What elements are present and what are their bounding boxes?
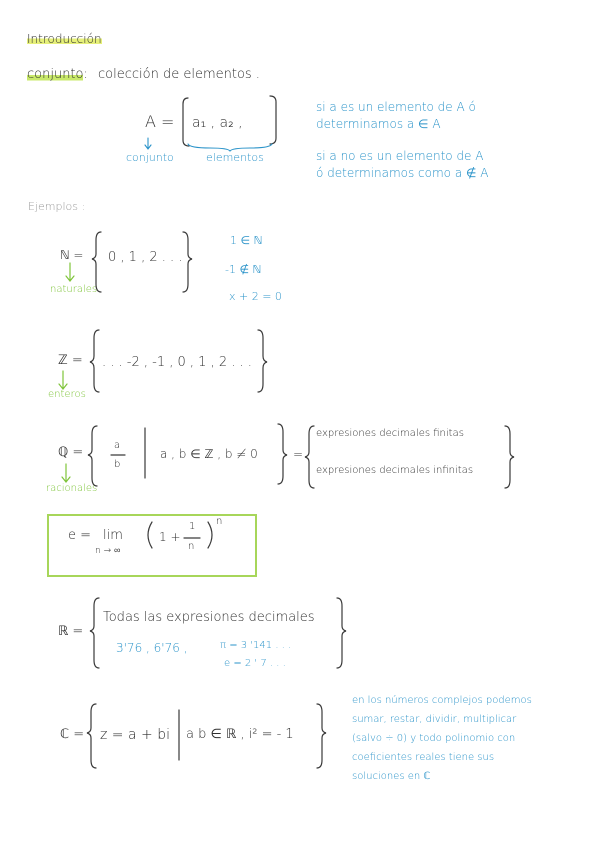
note-a-line2: determinamos a ∈ A <box>316 117 441 131</box>
definition-line: conjunto: colección de elementos . <box>27 67 260 82</box>
rationals-equals: = <box>293 447 304 461</box>
complex-note-3: (salvo ÷ 0) y todo polinomio con <box>352 733 516 744</box>
complex-symbol: ℂ = <box>60 727 85 742</box>
integers-label: enteros <box>48 389 86 400</box>
e-frac-den: n <box>188 541 195 552</box>
set-a-right-bracket <box>269 95 277 145</box>
rationals-right-left-brace <box>304 425 315 489</box>
naturals-right-brace <box>182 231 193 293</box>
rationals-right-2: expresiones decimales infinitas <box>316 465 474 476</box>
rationals-cond: a , b ∈ ℤ , b ≠ 0 <box>160 447 258 461</box>
complex-note-1: en los números complejos podemos <box>352 695 532 706</box>
reals-left-brace <box>89 597 100 669</box>
integers-right-brace <box>257 329 268 393</box>
complex-note-2: sumar, restar, dividir, multiplicar <box>352 714 517 725</box>
rationals-label: racionales <box>46 483 98 494</box>
e-open: 1 + <box>159 530 181 544</box>
reals-right-brace <box>336 597 347 669</box>
examples-heading: Ejemplos : <box>28 200 86 213</box>
label-elementos: elementos <box>206 151 264 164</box>
complex-right-brace <box>316 703 327 769</box>
complex-cond: a b ∈ ℝ , i² = - 1 <box>186 727 294 742</box>
reals-line1: Todas las expresiones decimales <box>103 610 315 625</box>
reals-e: e = 2 ' 7 . . . <box>224 658 286 669</box>
integers-arrow <box>58 370 68 390</box>
e-lim: lim <box>103 528 123 543</box>
e-open-paren <box>147 521 153 549</box>
e-exp: n <box>216 516 223 527</box>
rationals-right-1: expresiones decimales finitas <box>316 428 464 439</box>
page-title: Introducción <box>27 32 102 46</box>
naturals-arrow <box>65 262 75 282</box>
naturals-content: 0 , 1 , 2 . . . <box>108 250 183 265</box>
complex-note-5: soluciones en ℂ <box>352 771 431 782</box>
naturals-left-brace <box>91 231 102 293</box>
set-a-lhs: A = <box>145 112 175 131</box>
rationals-den: b <box>114 459 121 470</box>
integers-symbol: ℤ = <box>58 353 83 368</box>
naturals-side-2: -1 ∉ ℕ <box>225 263 262 276</box>
naturals-side-1: 1 ∈ ℕ <box>230 234 263 247</box>
rationals-right-right-brace <box>504 425 515 489</box>
reals-line2: 3'76 , 6'76 , <box>116 641 188 655</box>
rationals-left-brace <box>87 425 98 487</box>
naturals-symbol: ℕ = <box>60 248 84 262</box>
naturals-label: naturales <box>50 284 98 295</box>
set-a-left-bracket <box>182 97 190 147</box>
reals-pi: π = 3 '141 . . . <box>220 640 292 651</box>
rationals-right-brace <box>277 423 288 485</box>
integers-content: . . . -2 , -1 , 0 , 1 , 2 . . . <box>102 355 252 370</box>
rationals-symbol: ℚ = <box>58 445 84 460</box>
term-conjunto: conjunto <box>27 67 84 82</box>
elements-underbrace <box>187 143 273 152</box>
e-close-paren <box>207 521 213 549</box>
reals-symbol: ℝ = <box>58 624 84 639</box>
e-lim-sub: n → ∞ <box>95 546 121 556</box>
complex-content: z = a + bi <box>100 727 170 743</box>
set-a-elements: a₁ , a₂ , <box>192 115 243 131</box>
naturals-side-3: x + 2 = 0 <box>229 290 282 303</box>
e-frac-num: 1 <box>189 521 196 532</box>
e-definition-box <box>47 514 257 577</box>
complex-note-4: coeficientes reales tiene sus <box>352 752 495 763</box>
e-lhs: e = <box>68 528 92 543</box>
note-a-line4: ó determinamos como a ∉ A <box>316 166 489 180</box>
label-conjunto: conjunto <box>126 151 174 164</box>
complex-left-brace <box>86 703 97 769</box>
integers-left-brace <box>89 329 100 393</box>
rationals-num: a <box>114 440 121 451</box>
note-a-line3: si a no es un elemento de A <box>316 149 484 163</box>
def-text: colección de elementos . <box>98 67 260 82</box>
set-a-arrow <box>144 137 152 150</box>
def-colon: : <box>83 67 88 82</box>
note-a-line1: si a es un elemento de A ó <box>316 100 476 114</box>
rationals-arrow <box>61 463 71 483</box>
